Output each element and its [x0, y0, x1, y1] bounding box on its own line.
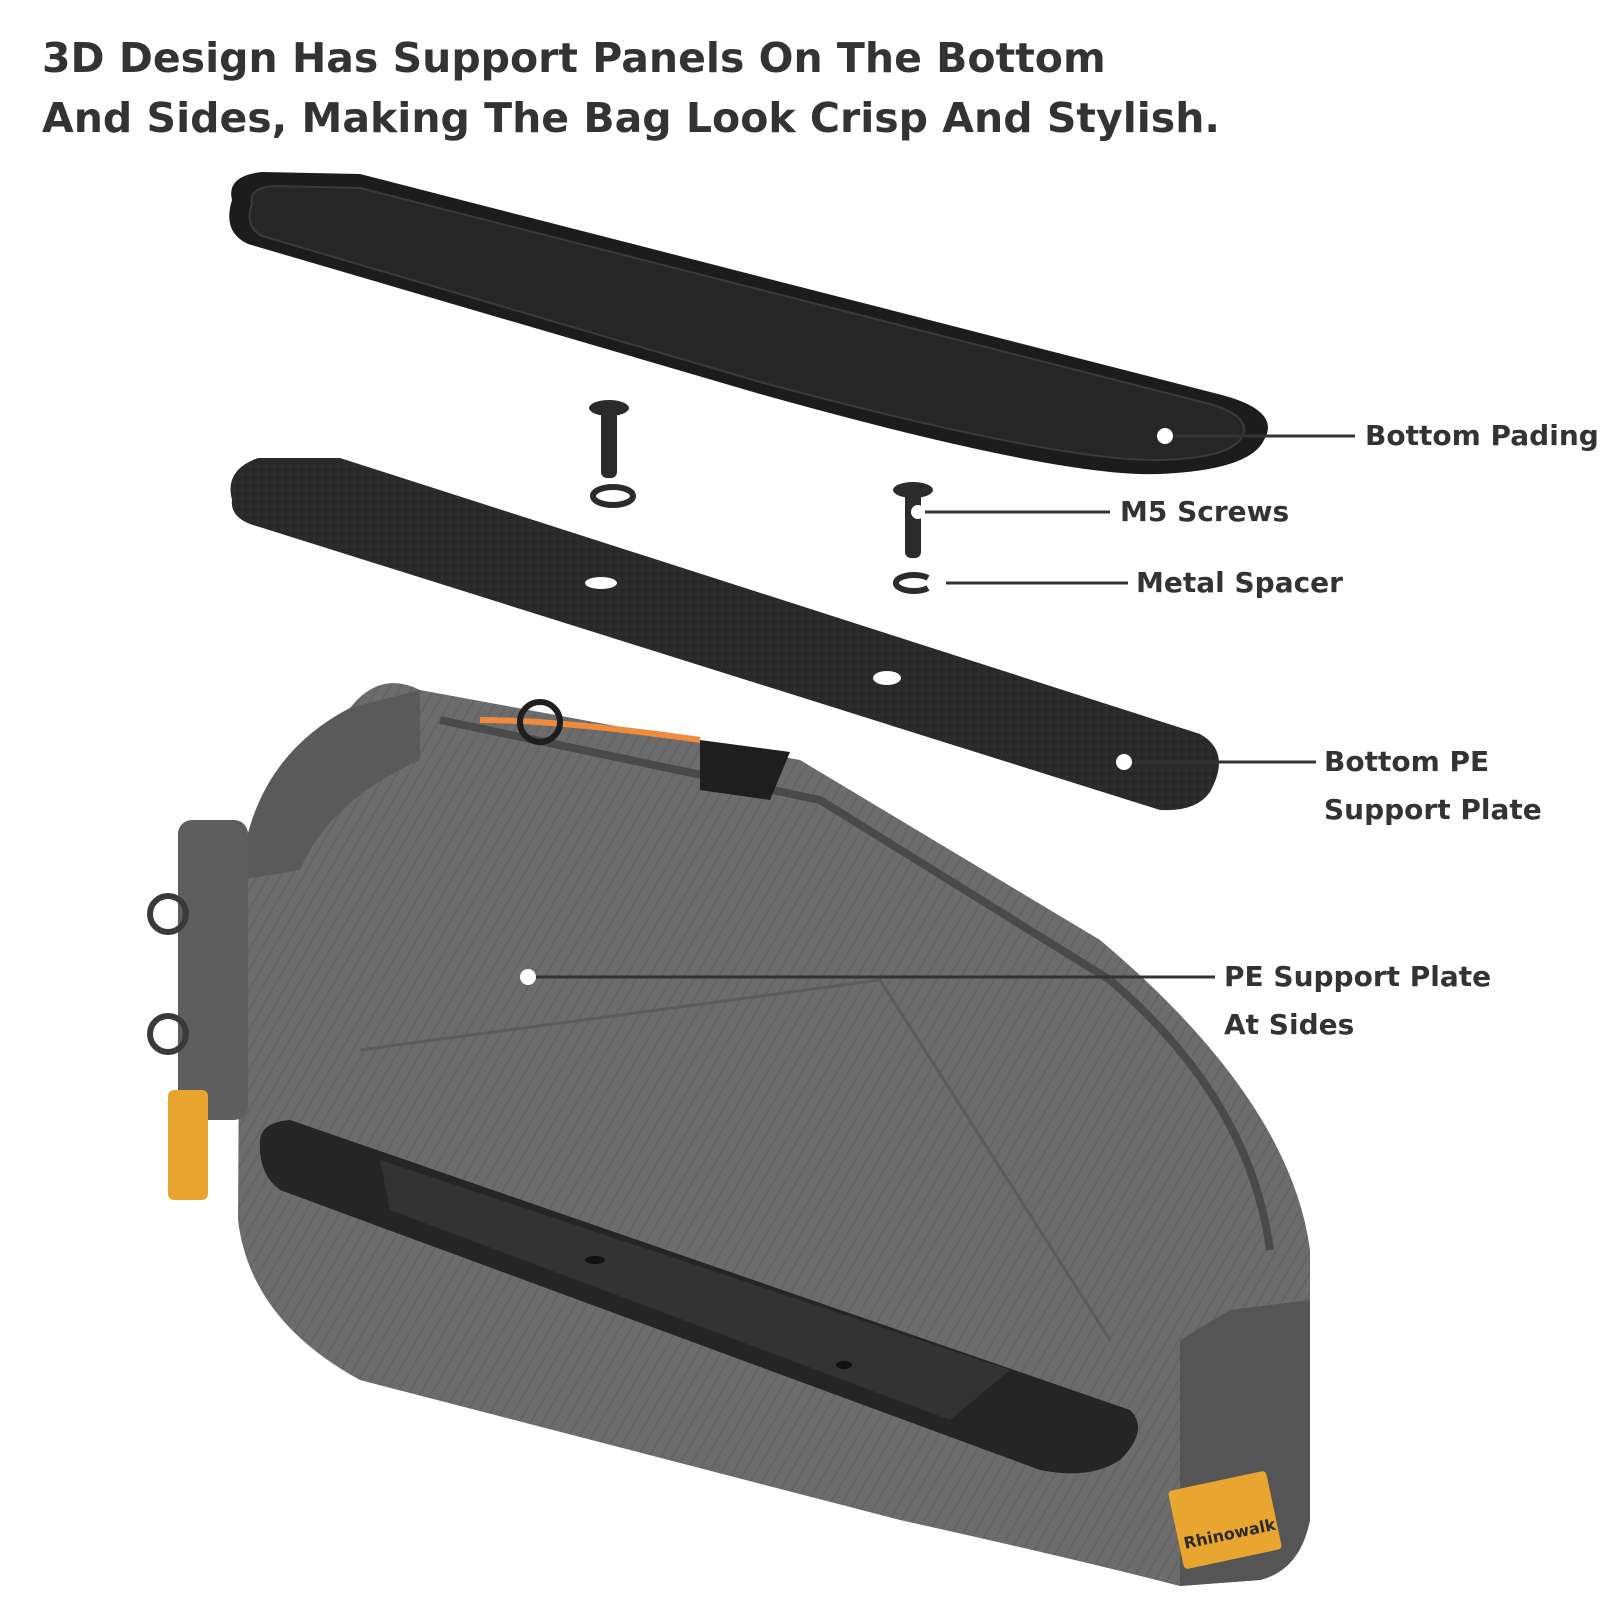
callout-side-pe-line: [520, 969, 1215, 985]
frame-bag: Rhinowalk: [147, 683, 1310, 1586]
label-side-pe-plate-line-2: At Sides: [1224, 1008, 1355, 1041]
callout-bottom-padding-line: [1157, 428, 1355, 444]
label-side-pe-plate: PE Support Plate At Sides: [1224, 953, 1491, 1049]
headline-line-1: 3D Design Has Support Panels On The Bott…: [42, 34, 1106, 82]
screw-right: [893, 482, 933, 594]
headline: 3D Design Has Support Panels On The Bott…: [42, 28, 1242, 148]
callout-m5-screws-line: [911, 505, 1110, 519]
label-side-pe-plate-line-1: PE Support Plate: [1224, 960, 1492, 993]
bottom-pe-plate: [230, 458, 1219, 811]
label-bottom-pe-plate-line-1: Bottom PE: [1324, 745, 1490, 778]
callout-bottom-pe-line: [1116, 754, 1316, 770]
bottom-padding-panel: [229, 172, 1268, 475]
label-bottom-pe-plate-line-2: Support Plate: [1324, 793, 1542, 826]
headline-line-2: And Sides, Making The Bag Look Crisp And…: [42, 94, 1220, 142]
label-metal-spacer: Metal Spacer: [1136, 566, 1343, 599]
label-m5-screws: M5 Screws: [1120, 495, 1290, 528]
screw-left: [589, 400, 636, 508]
label-bottom-padding: Bottom Pading: [1365, 419, 1599, 452]
label-bottom-pe-plate: Bottom PE Support Plate: [1324, 738, 1542, 834]
